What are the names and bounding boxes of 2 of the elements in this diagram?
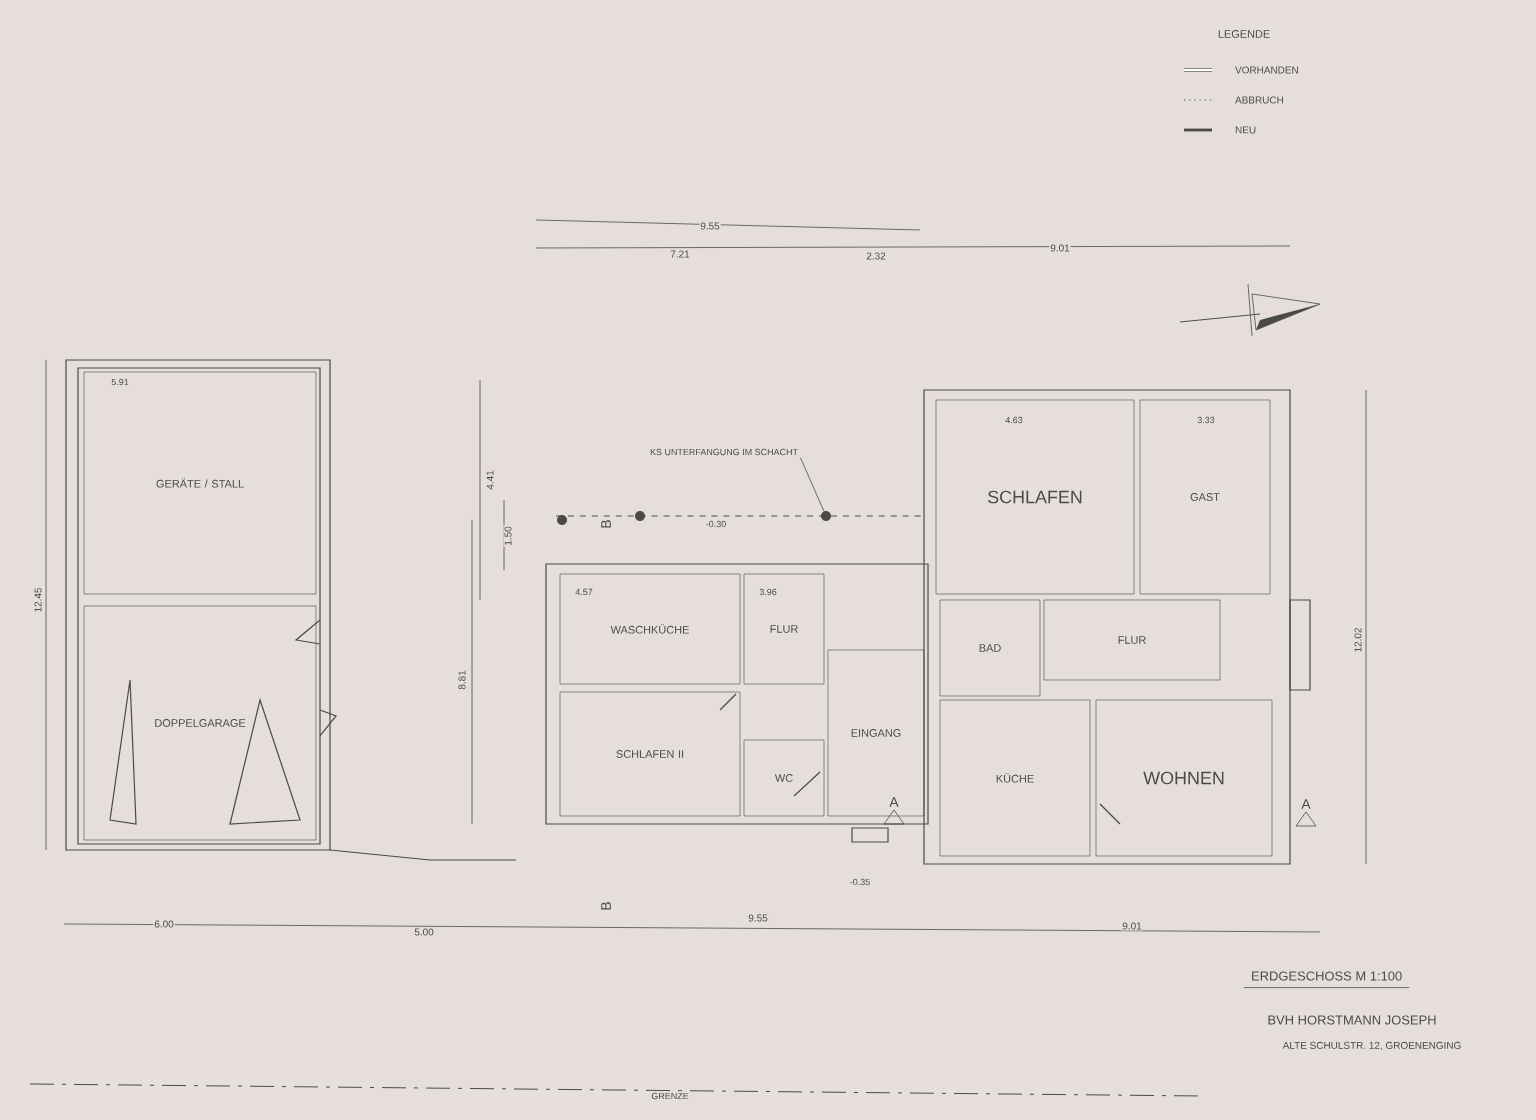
leader-line — [800, 457, 825, 512]
room: WOHNEN — [1095, 699, 1273, 857]
